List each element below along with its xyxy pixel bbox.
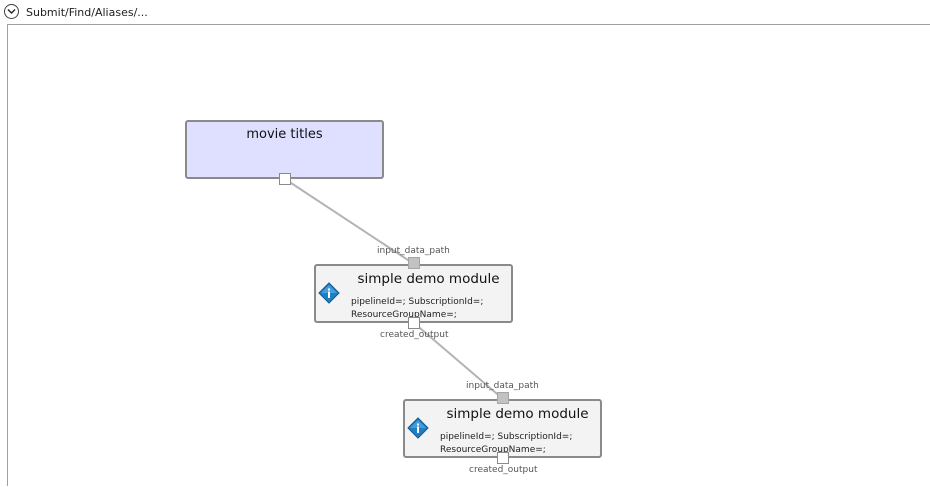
module-title: simple demo module xyxy=(357,271,500,287)
dataset-output-port[interactable] xyxy=(279,173,291,185)
input-port-label: input_data_path xyxy=(466,381,539,391)
module-title: simple demo module xyxy=(446,406,589,422)
module2-output-port[interactable] xyxy=(497,452,509,464)
module-node-2[interactable]: simple demo module pipelineId=; Subscrip… xyxy=(403,399,602,458)
dataset-title: movie titles xyxy=(246,127,323,142)
graph-canvas[interactable]: movie titles simple demo module pipeline… xyxy=(7,24,930,486)
output-port-label: created_output xyxy=(469,465,538,475)
module-params-line: pipelineId=; SubscriptionId=; xyxy=(351,297,484,307)
module2-input-port[interactable] xyxy=(497,392,509,404)
module-params-line: pipelineId=; SubscriptionId=; xyxy=(440,432,573,442)
edges-layer xyxy=(284,178,504,400)
breadcrumb-path: Submit/Find/Aliases/... xyxy=(26,6,148,19)
edge-dataset-to-module1[interactable] xyxy=(284,178,415,265)
input-port-label: input_data_path xyxy=(377,246,450,256)
collapse-toggle-button[interactable] xyxy=(4,4,19,19)
output-port-label: created_output xyxy=(380,330,449,340)
info-icon xyxy=(318,282,340,304)
info-icon xyxy=(407,417,429,439)
chevron-down-icon xyxy=(7,9,16,14)
module1-output-port[interactable] xyxy=(408,317,420,329)
module-params: pipelineId=; SubscriptionId=; ResourceGr… xyxy=(351,296,483,322)
dataset-node-movie-titles[interactable]: movie titles xyxy=(185,120,384,179)
module1-input-port[interactable] xyxy=(408,257,420,269)
edge-module1-to-module2[interactable] xyxy=(413,322,504,400)
header-bar: Submit/Find/Aliases/... xyxy=(0,0,930,24)
module-params-line: ResourceGroupName=; xyxy=(351,310,457,320)
module-node-1[interactable]: simple demo module pipelineId=; Subscrip… xyxy=(314,264,513,323)
module-params-line: ResourceGroupName=; xyxy=(440,445,546,455)
module-params: pipelineId=; SubscriptionId=; ResourceGr… xyxy=(440,431,572,457)
